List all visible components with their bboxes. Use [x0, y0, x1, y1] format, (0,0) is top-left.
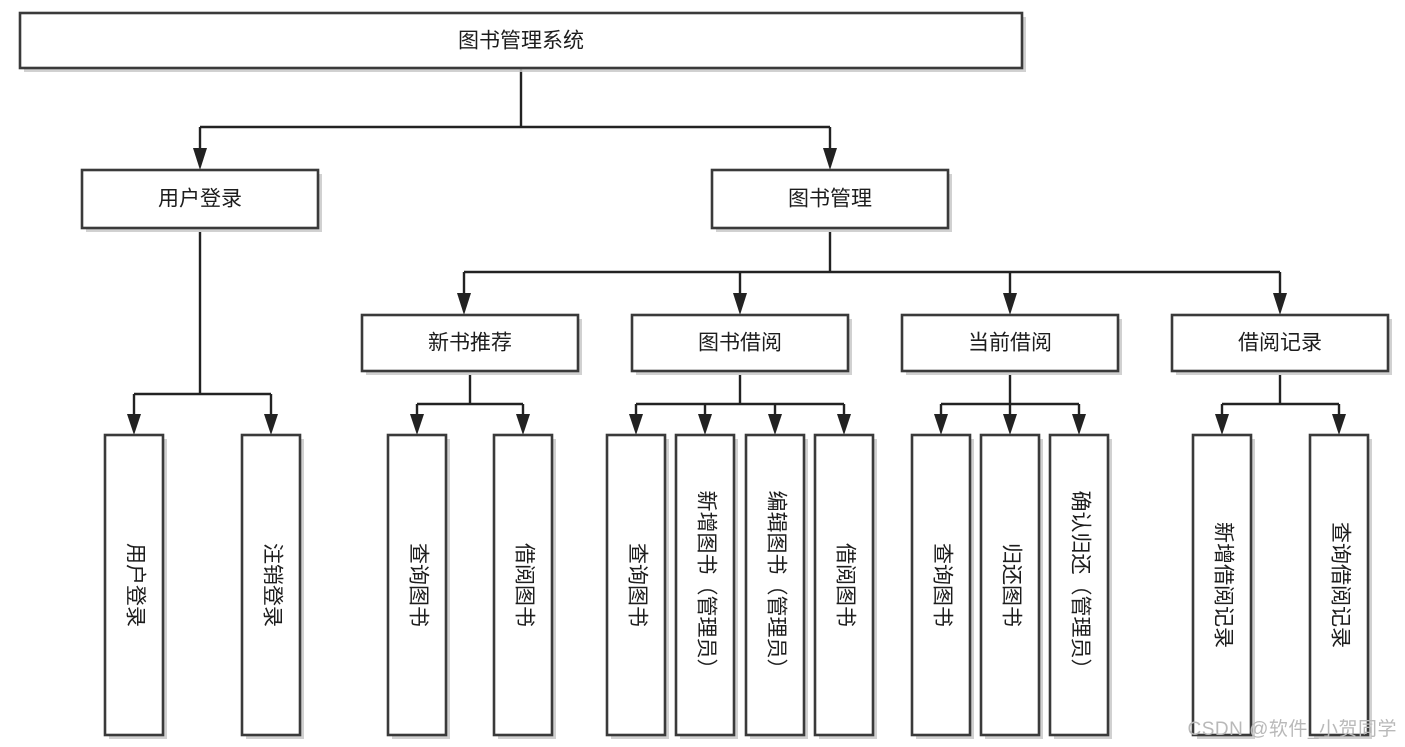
node-root-box[interactable] [18, 11, 1024, 70]
arrowhead-current-borrow [1003, 293, 1017, 315]
arrowhead-borrow-record [1273, 293, 1287, 315]
connector-group-root [193, 68, 837, 170]
node-leaf-edit-book-label: 编辑图书（管理员） [764, 491, 787, 680]
connector-group-borrow-record [1215, 375, 1346, 435]
node-leaf-borrow-book-2[interactable]: 借阅图书 [813, 433, 877, 739]
node-leaf-confirm-return-box[interactable] [1048, 433, 1110, 737]
node-borrow-record-label: 借阅记录 [1238, 332, 1322, 355]
arrowhead-book-management [823, 148, 837, 170]
arrowhead-leaf-query-record [1332, 414, 1346, 435]
node-leaf-user-logout[interactable]: 注销登录 [240, 433, 304, 739]
connector-group-book-borrow [629, 375, 851, 435]
connector-group-current-borrow [934, 375, 1086, 435]
node-new-book-recommend-box[interactable] [360, 313, 580, 373]
connector-group-book-management [457, 232, 1287, 315]
node-leaf-add-record-label: 新增借阅记录 [1211, 522, 1234, 648]
node-borrow-record-box[interactable] [1170, 313, 1390, 373]
node-leaf-confirm-return-label: 确认归还（管理员） [1068, 491, 1091, 680]
arrowhead-leaf-query-book-3 [934, 414, 948, 435]
node-leaf-borrow-book-1-label: 借阅图书 [512, 543, 535, 627]
arrowhead-user-login [193, 148, 207, 170]
node-leaf-confirm-return[interactable]: 确认归还（管理员） [1048, 433, 1112, 739]
node-user-login-box[interactable] [80, 168, 320, 230]
arrowhead-new-book-recommend [457, 293, 471, 315]
node-leaf-query-record-label: 查询借阅记录 [1328, 522, 1351, 648]
node-leaf-user-login-label: 用户登录 [123, 543, 146, 627]
node-current-borrow-label: 当前借阅 [968, 332, 1052, 355]
node-leaf-return-book-box[interactable] [979, 433, 1041, 737]
node-leaf-user-logout-label: 注销登录 [260, 543, 283, 627]
node-leaf-add-record-box[interactable] [1191, 433, 1253, 737]
node-leaf-query-book-3[interactable]: 查询图书 [910, 433, 974, 739]
node-new-book-recommend[interactable]: 新书推荐 [360, 313, 582, 375]
node-leaf-query-book-1[interactable]: 查询图书 [386, 433, 450, 739]
node-leaf-return-book-label: 归还图书 [999, 543, 1022, 627]
node-book-management-box[interactable] [710, 168, 950, 230]
node-leaf-add-book-box[interactable] [674, 433, 736, 737]
arrowhead-leaf-borrow-book-2 [837, 414, 851, 435]
node-book-borrow-box[interactable] [630, 313, 850, 373]
node-leaf-query-book-3-label: 查询图书 [930, 543, 953, 627]
node-current-borrow[interactable]: 当前借阅 [900, 313, 1122, 375]
arrowhead-leaf-query-book-1 [410, 414, 424, 435]
node-leaf-borrow-book-2-box[interactable] [813, 433, 875, 737]
node-root-label: 图书管理系统 [458, 30, 584, 53]
node-user-login-label: 用户登录 [158, 188, 242, 211]
node-leaf-query-book-1-box[interactable] [386, 433, 448, 737]
arrowhead-leaf-borrow-book-1 [516, 414, 530, 435]
node-leaf-add-record[interactable]: 新增借阅记录 [1191, 433, 1255, 739]
node-leaf-add-book-label: 新增图书（管理员） [694, 491, 717, 680]
arrowhead-leaf-add-record [1215, 414, 1229, 435]
node-leaf-edit-book[interactable]: 编辑图书（管理员） [744, 433, 808, 739]
node-leaf-query-book-2-box[interactable] [605, 433, 667, 737]
node-leaf-query-book-1-label: 查询图书 [406, 543, 429, 627]
node-leaf-user-login[interactable]: 用户登录 [103, 433, 167, 739]
node-leaf-borrow-book-1-box[interactable] [492, 433, 554, 737]
node-leaf-edit-book-box[interactable] [744, 433, 806, 737]
arrowhead-leaf-add-book [698, 414, 712, 435]
node-leaf-query-book-2-label: 查询图书 [625, 543, 648, 627]
node-leaf-add-book[interactable]: 新增图书（管理员） [674, 433, 738, 739]
node-borrow-record[interactable]: 借阅记录 [1170, 313, 1392, 375]
node-leaf-borrow-book-1[interactable]: 借阅图书 [492, 433, 556, 739]
node-book-management-label: 图书管理 [788, 188, 872, 211]
arrowhead-leaf-edit-book [768, 414, 782, 435]
node-book-borrow-label: 图书借阅 [698, 332, 782, 355]
node-book-borrow[interactable]: 图书借阅 [630, 313, 852, 375]
node-book-management[interactable]: 图书管理 [710, 168, 952, 232]
arrowhead-book-borrow [733, 293, 747, 315]
node-leaf-query-book-3-box[interactable] [910, 433, 972, 737]
arrowhead-leaf-user-logout [264, 414, 278, 435]
node-leaf-user-login-box[interactable] [103, 433, 165, 737]
node-current-borrow-box[interactable] [900, 313, 1120, 373]
node-leaf-borrow-book-2-label: 借阅图书 [833, 543, 856, 627]
arrowhead-leaf-confirm-return [1072, 414, 1086, 435]
arrowhead-leaf-query-book-2 [629, 414, 643, 435]
arrowhead-leaf-user-login [127, 414, 141, 435]
arrowhead-leaf-return-book [1003, 414, 1017, 435]
node-leaf-user-logout-box[interactable] [240, 433, 302, 737]
node-leaf-query-book-2[interactable]: 查询图书 [605, 433, 669, 739]
node-leaf-query-record[interactable]: 查询借阅记录 [1308, 433, 1372, 739]
connector-group-new-book-recommend [410, 375, 530, 435]
node-leaf-query-record-box[interactable] [1308, 433, 1370, 737]
node-leaf-return-book[interactable]: 归还图书 [979, 433, 1043, 739]
node-user-login[interactable]: 用户登录 [80, 168, 322, 232]
node-new-book-recommend-label: 新书推荐 [428, 332, 512, 355]
node-root[interactable]: 图书管理系统 [18, 11, 1026, 72]
connector-group-user-login [127, 232, 278, 435]
